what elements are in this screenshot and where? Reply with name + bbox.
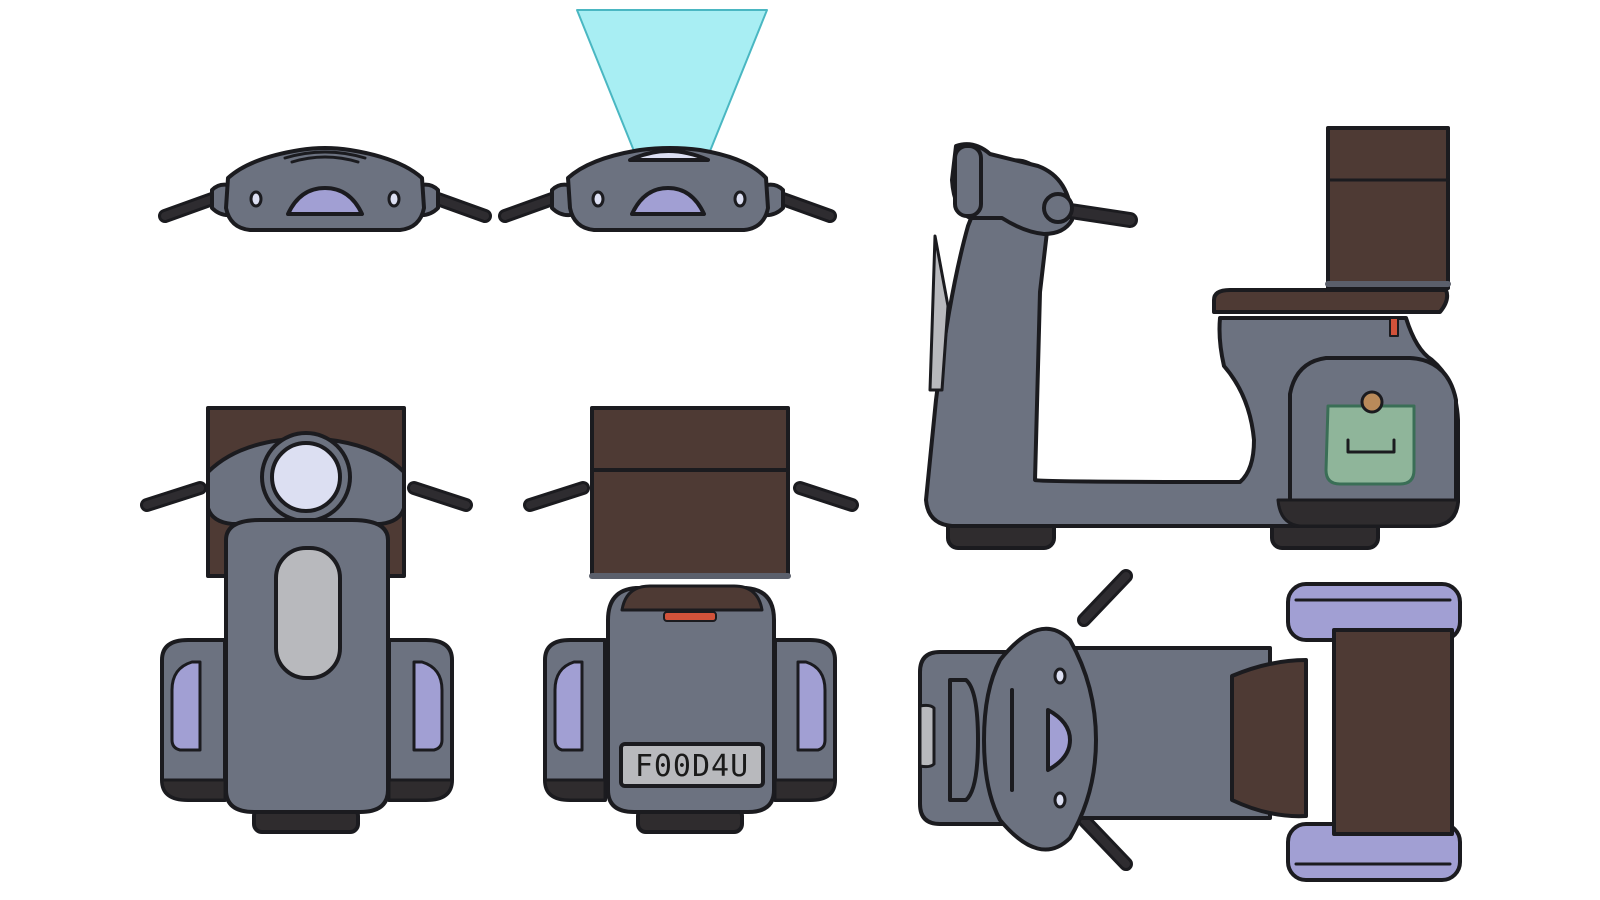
scooter-rear-view: F00D4U (523, 406, 859, 834)
scooter-side-view (924, 126, 1460, 550)
handlebar-top-view (158, 146, 492, 232)
handlebar-projector-view (498, 9, 837, 232)
scooter-front-view (140, 406, 473, 834)
license-plate-text: F00D4U (635, 749, 749, 784)
scooter-top-down-view (918, 569, 1462, 882)
